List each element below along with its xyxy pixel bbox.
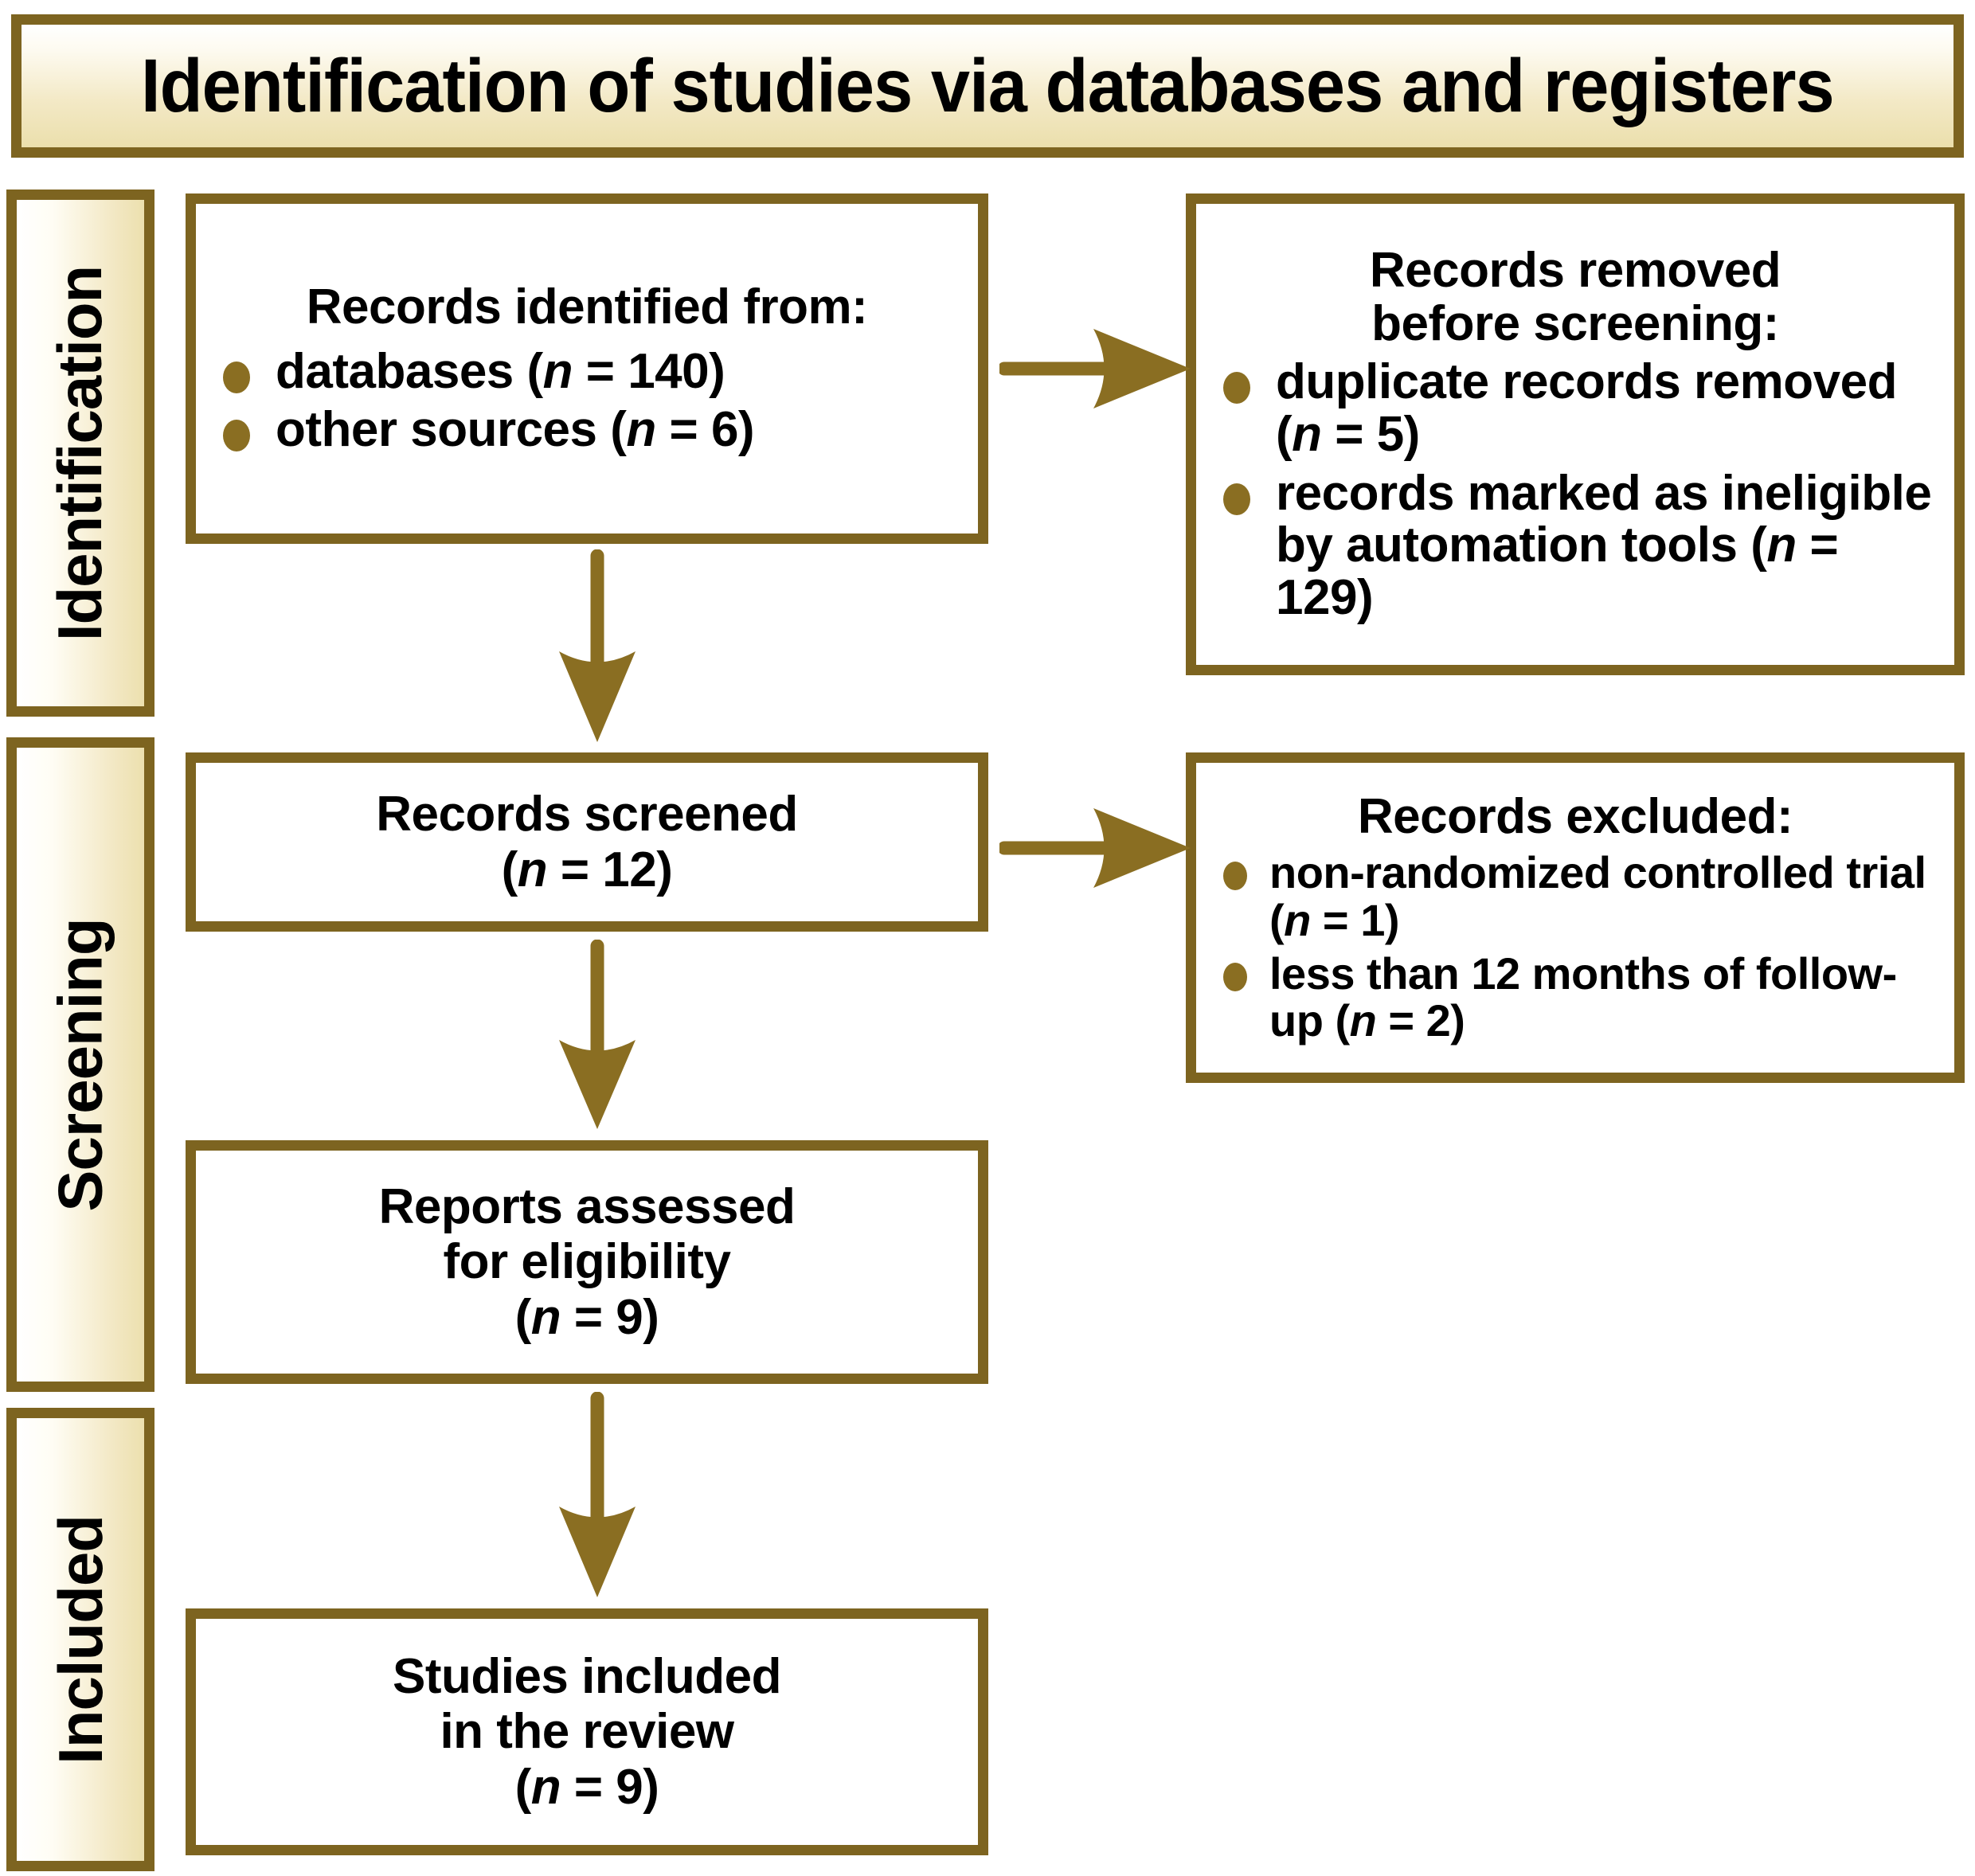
box-records-identified: Records identified from: databases (n = … xyxy=(186,193,988,544)
bullet-count: = 2) xyxy=(1376,995,1465,1046)
bullet-text: non-randomized controlled trial ( xyxy=(1269,847,1926,945)
bullet-count: = 140) xyxy=(573,343,725,399)
stage-label-identification: Identification xyxy=(6,190,154,717)
bullet-text: records marked as ineligible by automati… xyxy=(1276,465,1932,573)
n-symbol: n xyxy=(542,343,573,399)
box-studies-included-line2: in the review xyxy=(440,1704,734,1760)
bullet-count: = 1) xyxy=(1310,894,1400,945)
box-reports-assessed-line2: for eligibility xyxy=(443,1234,731,1290)
page-title: Identification of studies via databases … xyxy=(141,43,1835,128)
box-records-screened-line1: Records screened xyxy=(376,787,798,842)
box-reports-assessed-count: (n = 9) xyxy=(514,1289,659,1345)
box-records-screened: Records screened (n = 12) xyxy=(186,752,988,932)
box-records-screened-count: (n = 12) xyxy=(501,842,673,897)
arrow-down-icon xyxy=(559,1392,636,1597)
box-records-removed-heading-line2: before screening: xyxy=(1371,296,1779,352)
n-symbol: n xyxy=(1349,995,1377,1046)
count-value: = 9 xyxy=(561,1759,643,1815)
bullet-text: other sources ( xyxy=(276,402,627,458)
box-studies-included-count: (n = 9) xyxy=(514,1759,659,1815)
n-symbol: n xyxy=(1292,406,1322,462)
box-records-removed-heading-line1: Records removed xyxy=(1369,243,1781,299)
n-symbol: n xyxy=(530,1289,561,1345)
box-records-excluded-heading: Records excluded: xyxy=(1357,789,1793,845)
box-reports-assessed-line1: Reports assessed xyxy=(378,1178,796,1234)
box-records-removed-bullets: duplicate records removed (n = 5) record… xyxy=(1217,356,1934,624)
box-records-excluded: Records excluded: non-randomized control… xyxy=(1186,752,1965,1083)
n-symbol: n xyxy=(517,842,548,897)
stage-label-screening: Screening xyxy=(6,737,154,1392)
bullet-text: less than 12 months of follow-up ( xyxy=(1269,948,1897,1046)
count-value: = 9 xyxy=(561,1289,643,1345)
n-symbol: n xyxy=(530,1759,561,1815)
bullet-count: = 129) xyxy=(1276,518,1839,626)
arrow-right-icon xyxy=(999,329,1191,408)
n-symbol: n xyxy=(1766,518,1797,573)
diagram-header-banner: Identification of studies via databases … xyxy=(11,14,1964,158)
box-records-identified-heading: Records identified from: xyxy=(306,279,868,334)
bullet-count: = 5) xyxy=(1321,406,1420,462)
list-item: duplicate records removed (n = 5) xyxy=(1217,356,1934,460)
box-studies-included-line1: Studies included xyxy=(392,1648,782,1704)
bullet-text: duplicate records removed ( xyxy=(1276,354,1898,462)
arrow-down-icon xyxy=(559,549,636,742)
arrow-down-icon xyxy=(559,940,636,1129)
count-value: = 12 xyxy=(547,842,657,897)
box-records-identified-bullets: databases (n = 140) other sources (n = 6… xyxy=(217,343,957,456)
stage-label-screening-text: Screening xyxy=(45,917,115,1212)
bullet-text: databases ( xyxy=(276,343,543,399)
bullet-count: = 6) xyxy=(655,402,755,458)
list-item: less than 12 months of follow-up (n = 2) xyxy=(1217,950,1934,1045)
list-item: records marked as ineligible by automati… xyxy=(1217,467,1934,624)
box-records-excluded-bullets: non-randomized controlled trial (n = 1) … xyxy=(1217,849,1934,1045)
box-studies-included: Studies included in the review (n = 9) xyxy=(186,1608,988,1855)
n-symbol: n xyxy=(1284,894,1311,945)
stage-label-included-text: Included xyxy=(45,1514,115,1765)
box-reports-assessed: Reports assessed for eligibility (n = 9) xyxy=(186,1140,988,1384)
stage-label-identification-text: Identification xyxy=(45,265,115,641)
arrow-right-icon xyxy=(999,808,1191,888)
list-item: other sources (n = 6) xyxy=(217,404,957,456)
stage-label-included: Included xyxy=(6,1408,154,1871)
box-records-removed: Records removed before screening: duplic… xyxy=(1186,193,1965,675)
list-item: databases (n = 140) xyxy=(217,343,957,399)
list-item: non-randomized controlled trial (n = 1) xyxy=(1217,849,1934,944)
n-symbol: n xyxy=(626,402,656,458)
